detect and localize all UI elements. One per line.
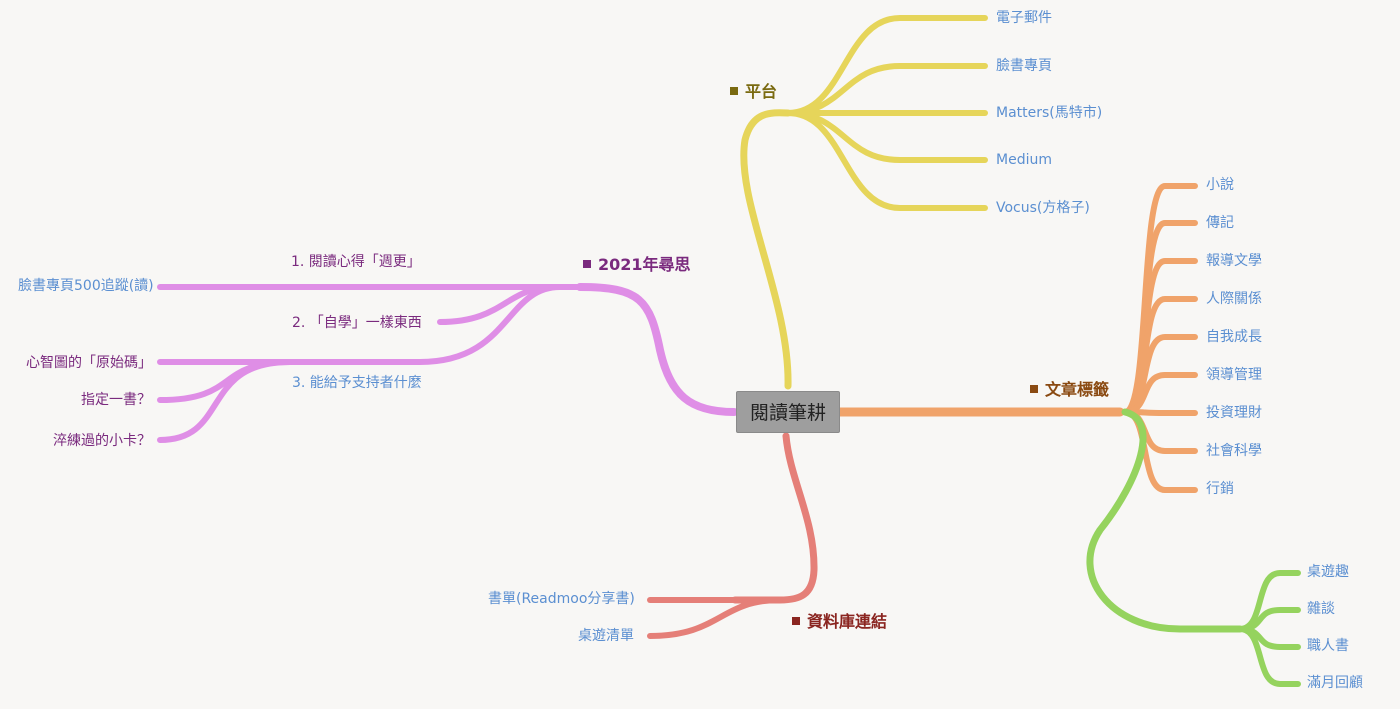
leaf-tag[interactable]: 社會科學 bbox=[1206, 443, 1262, 459]
leaf-tag[interactable]: 行銷 bbox=[1206, 481, 1234, 497]
branch-label: 平台 bbox=[745, 82, 778, 101]
leaf-subtag[interactable]: 滿月回顧 bbox=[1307, 675, 1363, 691]
leaf-tag[interactable]: 人際關係 bbox=[1206, 291, 1262, 307]
square-marker-icon bbox=[730, 87, 738, 95]
leaf-tag[interactable]: 傳記 bbox=[1206, 215, 1234, 231]
branch-label: 文章標籤 bbox=[1045, 380, 1110, 399]
connector-db-leaf bbox=[647, 597, 783, 639]
connector-tag-leaf bbox=[1122, 296, 1198, 415]
connector-subtag-leaf bbox=[1237, 607, 1301, 632]
leaf-tag[interactable]: 報導文學 bbox=[1206, 253, 1262, 269]
leaf-boardgames[interactable]: 桌遊清單 bbox=[578, 628, 634, 644]
leaf-subtag[interactable]: 職人書 bbox=[1307, 638, 1349, 654]
square-marker-icon bbox=[1030, 385, 1038, 393]
connector-subtag-leaf bbox=[1237, 570, 1301, 632]
leaf-tag[interactable]: 投資理財 bbox=[1206, 405, 1262, 421]
connector-database bbox=[731, 432, 818, 604]
connector-reflection bbox=[576, 283, 738, 416]
leaf-tag[interactable]: 領導管理 bbox=[1206, 367, 1262, 383]
branch-label: 資料庫連結 bbox=[807, 612, 888, 631]
connector-subtag-leaf bbox=[1237, 626, 1301, 687]
connector-platform-leaf bbox=[785, 110, 988, 163]
leaf-facebook[interactable]: 臉書專頁 bbox=[996, 58, 1052, 74]
leaf-subtag[interactable]: 桌遊趣 bbox=[1307, 564, 1349, 580]
leaf-vocus[interactable]: Vocus(方格子) bbox=[996, 200, 1090, 216]
branch-reflection[interactable]: 2021年尋思 bbox=[583, 255, 691, 275]
leaf-email[interactable]: 電子郵件 bbox=[996, 10, 1052, 26]
reflection-item-1[interactable]: 1. 閱讀心得「週更」 bbox=[291, 254, 421, 270]
connector-platform-leaf bbox=[785, 110, 988, 211]
connector-reflection-3 bbox=[157, 284, 563, 365]
root-node[interactable]: 閱讀筆耕 bbox=[736, 391, 840, 433]
leaf-subtag[interactable]: 雜談 bbox=[1307, 601, 1335, 617]
connector-platform-leaf bbox=[785, 63, 988, 116]
connector-subgroup bbox=[1086, 408, 1244, 633]
leaf-designated-book[interactable]: 指定一書？ bbox=[81, 392, 151, 408]
branch-database[interactable]: 資料庫連結 bbox=[792, 612, 887, 632]
leaf-mindmap-source[interactable]: 心智圖的「原始碼」 bbox=[26, 355, 152, 371]
leaf-fb-followers[interactable]: 臉書專頁500追蹤(讀) bbox=[18, 278, 154, 294]
branch-platform[interactable]: 平台 bbox=[730, 82, 777, 102]
branch-tags[interactable]: 文章標籤 bbox=[1030, 380, 1109, 400]
connector-tag-leaf bbox=[1122, 220, 1198, 415]
reflection-item-2[interactable]: 2. 「自學」一樣東西 bbox=[292, 315, 422, 331]
leaf-tag[interactable]: 自我成長 bbox=[1206, 329, 1262, 345]
square-marker-icon bbox=[583, 260, 591, 268]
leaf-booklist[interactable]: 書單(Readmoo分享書) bbox=[488, 591, 635, 607]
reflection-item-3[interactable]: 3. 能給予支持者什麼 bbox=[292, 375, 422, 391]
leaf-medium[interactable]: Medium bbox=[996, 152, 1052, 168]
square-marker-icon bbox=[792, 617, 800, 625]
connector-platform bbox=[740, 109, 792, 390]
leaf-tag[interactable]: 小說 bbox=[1206, 177, 1234, 193]
leaf-matters[interactable]: Matters(馬特市) bbox=[996, 105, 1103, 121]
connector-reflection-3c bbox=[157, 359, 293, 443]
branch-label: 2021年尋思 bbox=[598, 255, 691, 274]
leaf-refined-cards[interactable]: 淬練過的小卡？ bbox=[53, 433, 151, 449]
